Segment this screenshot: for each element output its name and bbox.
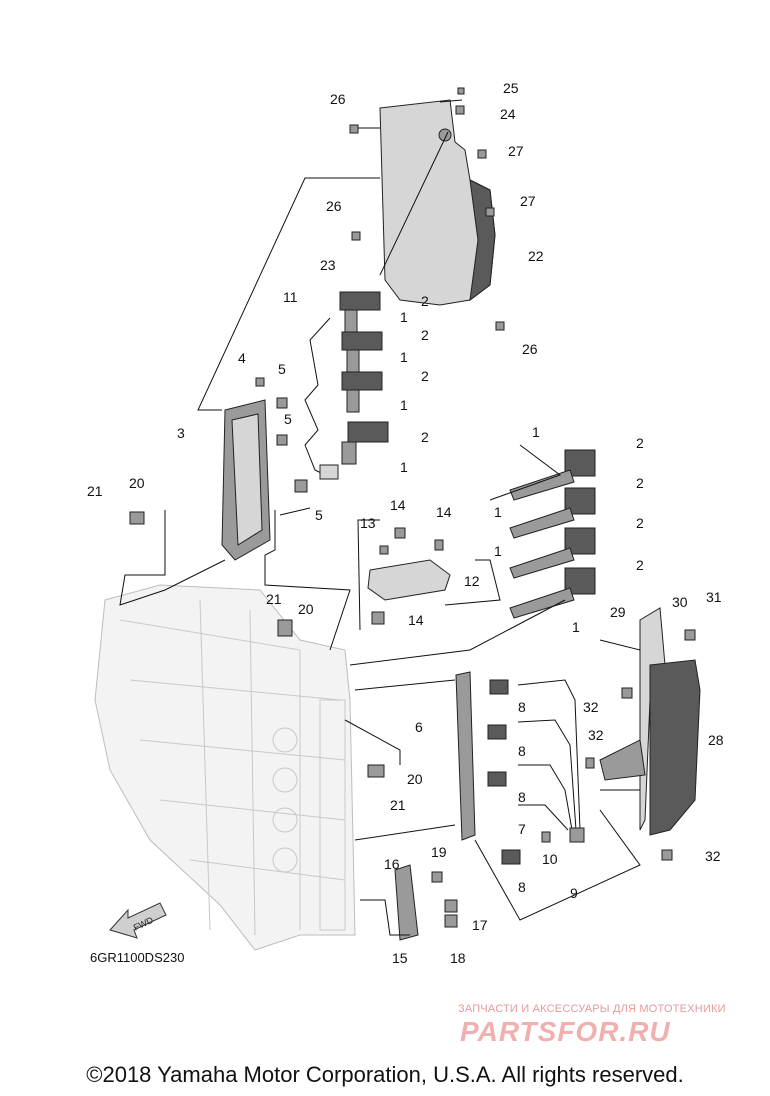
watermark-tagline: ЗАПЧАСТИ И АКСЕССУАРЫ ДЛЯ МОТОТЕХНИКИ	[458, 1003, 726, 1015]
callout-10: 10	[542, 851, 558, 867]
callout-27: 27	[520, 193, 536, 209]
callout-2: 2	[636, 515, 644, 531]
ignition-coil-stack-left	[339, 291, 389, 465]
callout-20: 20	[129, 475, 145, 491]
callout-26: 26	[326, 198, 342, 214]
callout-8: 8	[518, 699, 526, 715]
callout-17: 17	[472, 917, 488, 933]
callout-32: 32	[583, 699, 599, 715]
callout-8: 8	[518, 789, 526, 805]
small-fasteners	[129, 87, 696, 928]
callout-2: 2	[421, 429, 429, 445]
callout-1: 1	[400, 349, 408, 365]
callout-5: 5	[278, 361, 286, 377]
callout-27: 27	[508, 143, 524, 159]
callout-2: 2	[421, 368, 429, 384]
rail-6	[455, 671, 476, 841]
callout-18: 18	[450, 950, 466, 966]
callout-22: 22	[528, 248, 544, 264]
callout-9: 9	[570, 885, 578, 901]
bracket-12	[367, 559, 451, 601]
callout-6: 6	[415, 719, 423, 735]
callout-11: 11	[283, 289, 298, 305]
sensors-8	[487, 679, 521, 865]
callout-21: 21	[266, 591, 282, 607]
callout-1: 1	[400, 309, 408, 325]
callout-32: 32	[588, 727, 604, 743]
callout-8: 8	[518, 879, 526, 895]
ignition-coil	[509, 449, 596, 501]
copyright-notice: ©2018 Yamaha Motor Corporation, U.S.A. A…	[86, 1062, 684, 1087]
cover-28	[599, 607, 701, 836]
callouts: 1 1 1 1 1 1 1 1 2 2 2 2 2 2 2 2 3 4 5 5 …	[87, 80, 724, 966]
ignition-coil	[509, 567, 596, 619]
callout-1: 1	[494, 504, 502, 520]
callout-24: 24	[500, 106, 516, 122]
callout-21: 21	[390, 797, 406, 813]
callout-2: 2	[636, 557, 644, 573]
callout-1: 1	[494, 543, 502, 559]
callout-5: 5	[284, 411, 292, 427]
callout-1: 1	[400, 397, 408, 413]
fwd-arrow-icon: FWD	[109, 902, 167, 939]
bracket-15	[394, 864, 419, 941]
callout-2: 2	[636, 435, 644, 451]
callout-7: 7	[518, 821, 526, 837]
callout-14: 14	[408, 612, 424, 628]
callout-3: 3	[177, 425, 185, 441]
callout-26: 26	[522, 341, 538, 357]
callout-4: 4	[238, 350, 246, 366]
ignition-coil	[339, 291, 381, 333]
leader-lines	[119, 99, 641, 936]
callout-26: 26	[330, 91, 346, 107]
callout-30: 30	[672, 594, 688, 610]
ignition-coil	[341, 421, 389, 465]
ignition-coil	[509, 487, 596, 539]
callout-14: 14	[436, 504, 452, 520]
callout-29: 29	[610, 604, 626, 620]
callout-20: 20	[407, 771, 423, 787]
harness-9	[517, 679, 585, 843]
ignition-coil	[341, 331, 383, 373]
diagram-code: 6GR1100DS230	[90, 950, 185, 965]
callout-1: 1	[400, 459, 408, 475]
callout-21: 21	[87, 483, 103, 499]
callout-2: 2	[421, 293, 429, 309]
wire-harness-11	[304, 317, 339, 480]
callout-1: 1	[572, 619, 580, 635]
callout-19: 19	[431, 844, 447, 860]
bracket-3	[221, 399, 271, 561]
callout-2: 2	[421, 327, 429, 343]
callout-13: 13	[360, 515, 376, 531]
callout-20: 20	[298, 601, 314, 617]
ignition-coil	[341, 371, 383, 413]
engine-block	[94, 584, 356, 951]
top-cover-22	[379, 99, 496, 306]
callout-2: 2	[636, 475, 644, 491]
ignition-coil	[509, 527, 596, 579]
watermark-logo: PARTSFOR.RU	[460, 1016, 671, 1047]
callout-8: 8	[518, 743, 526, 759]
callout-28: 28	[708, 732, 724, 748]
callout-12: 12	[464, 573, 480, 589]
callout-16: 16	[384, 856, 400, 872]
callout-32: 32	[705, 848, 721, 864]
ignition-coil-stack-right	[509, 449, 596, 619]
callout-14: 14	[390, 497, 406, 513]
callout-5: 5	[315, 507, 323, 523]
callout-1: 1	[532, 424, 540, 440]
callout-15: 15	[392, 950, 408, 966]
callout-31: 31	[706, 589, 722, 605]
callout-23: 23	[320, 257, 336, 273]
callout-25: 25	[503, 80, 519, 96]
